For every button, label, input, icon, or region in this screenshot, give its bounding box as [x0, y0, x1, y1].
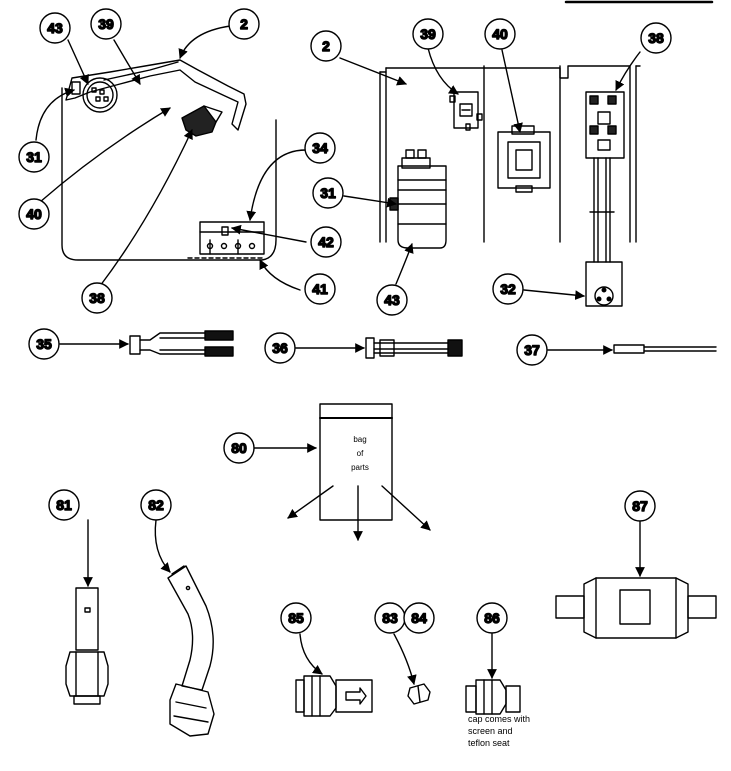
cap-note: cap comes with screen and teflon seat [468, 714, 530, 748]
control-box-left [61, 59, 277, 261]
callout-38-right: 38 [640, 22, 672, 54]
svg-text:32: 32 [500, 281, 516, 297]
callout-2-right: 2 [310, 30, 342, 62]
callout-31-left: 31 [18, 141, 50, 173]
fitting-85 [295, 675, 373, 717]
callout-86: 86 [476, 602, 508, 634]
callout-43-top: 43 [39, 12, 71, 44]
control-box-right [379, 65, 641, 307]
svg-text:40: 40 [26, 206, 42, 222]
svg-text:36: 36 [272, 340, 288, 356]
callout-81: 81 [48, 489, 80, 521]
callout-80: 80 [223, 432, 255, 464]
callout-40-left: 40 [18, 198, 50, 230]
callout-87: 87 [624, 490, 656, 522]
callout-83: 83 [374, 602, 406, 634]
callout-82: 82 [140, 489, 172, 521]
svg-text:87: 87 [632, 498, 648, 514]
wire-harness-35 [129, 330, 234, 357]
bag-label: bag of parts [351, 435, 369, 472]
svg-text:39: 39 [420, 26, 436, 42]
svg-text:83: 83 [382, 610, 398, 626]
callout-38-left: 38 [81, 282, 113, 314]
callout-85: 85 [280, 602, 312, 634]
callout-43-right: 43 [376, 284, 408, 316]
wire-harness-36 [365, 337, 463, 359]
callout-2-left: 2 [228, 8, 260, 40]
svg-text:cap comes with: cap comes with [468, 714, 530, 724]
svg-text:42: 42 [318, 234, 334, 250]
filter-drier-87 [555, 577, 717, 639]
svg-text:85: 85 [288, 610, 304, 626]
callout-39-top: 39 [90, 8, 122, 40]
bag-of-parts [287, 403, 431, 541]
cap-83-84 [407, 683, 431, 705]
callout-34: 34 [304, 132, 336, 164]
callout-42: 42 [310, 226, 342, 258]
svg-text:86: 86 [484, 610, 500, 626]
svg-text:31: 31 [26, 149, 42, 165]
callout-39-right: 39 [412, 18, 444, 50]
svg-text:2: 2 [240, 16, 248, 32]
svg-text:37: 37 [524, 342, 540, 358]
callout-84: 84 [403, 602, 435, 634]
svg-text:41: 41 [312, 281, 328, 297]
svg-text:of: of [357, 449, 364, 458]
svg-text:38: 38 [89, 290, 105, 306]
callout-35: 35 [28, 328, 60, 360]
svg-text:38: 38 [648, 30, 664, 46]
leader-lines [35, 25, 645, 685]
svg-text:40: 40 [492, 26, 508, 42]
fitting-86 [465, 679, 521, 715]
fitting-81 [65, 587, 109, 705]
callout-41: 41 [304, 273, 336, 305]
svg-text:43: 43 [47, 20, 63, 36]
svg-text:bag: bag [353, 435, 366, 444]
sensor-37 [613, 344, 717, 354]
svg-text:81: 81 [56, 497, 72, 513]
svg-text:31: 31 [320, 185, 336, 201]
svg-text:35: 35 [36, 336, 52, 352]
callout-36: 36 [264, 332, 296, 364]
callout-37: 37 [516, 334, 548, 366]
bent-tube-82 [167, 565, 215, 737]
svg-text:80: 80 [231, 440, 247, 456]
svg-text:84: 84 [411, 610, 427, 626]
svg-text:82: 82 [148, 497, 164, 513]
svg-text:39: 39 [98, 16, 114, 32]
svg-text:34: 34 [312, 140, 328, 156]
svg-text:parts: parts [351, 463, 369, 472]
svg-text:teflon seat: teflon seat [468, 738, 510, 748]
callout-40-right: 40 [484, 18, 516, 50]
callout-31-right: 31 [312, 177, 344, 209]
svg-text:screen and: screen and [468, 726, 513, 736]
svg-text:43: 43 [384, 292, 400, 308]
svg-text:2: 2 [322, 38, 330, 54]
callout-32: 32 [492, 273, 524, 305]
